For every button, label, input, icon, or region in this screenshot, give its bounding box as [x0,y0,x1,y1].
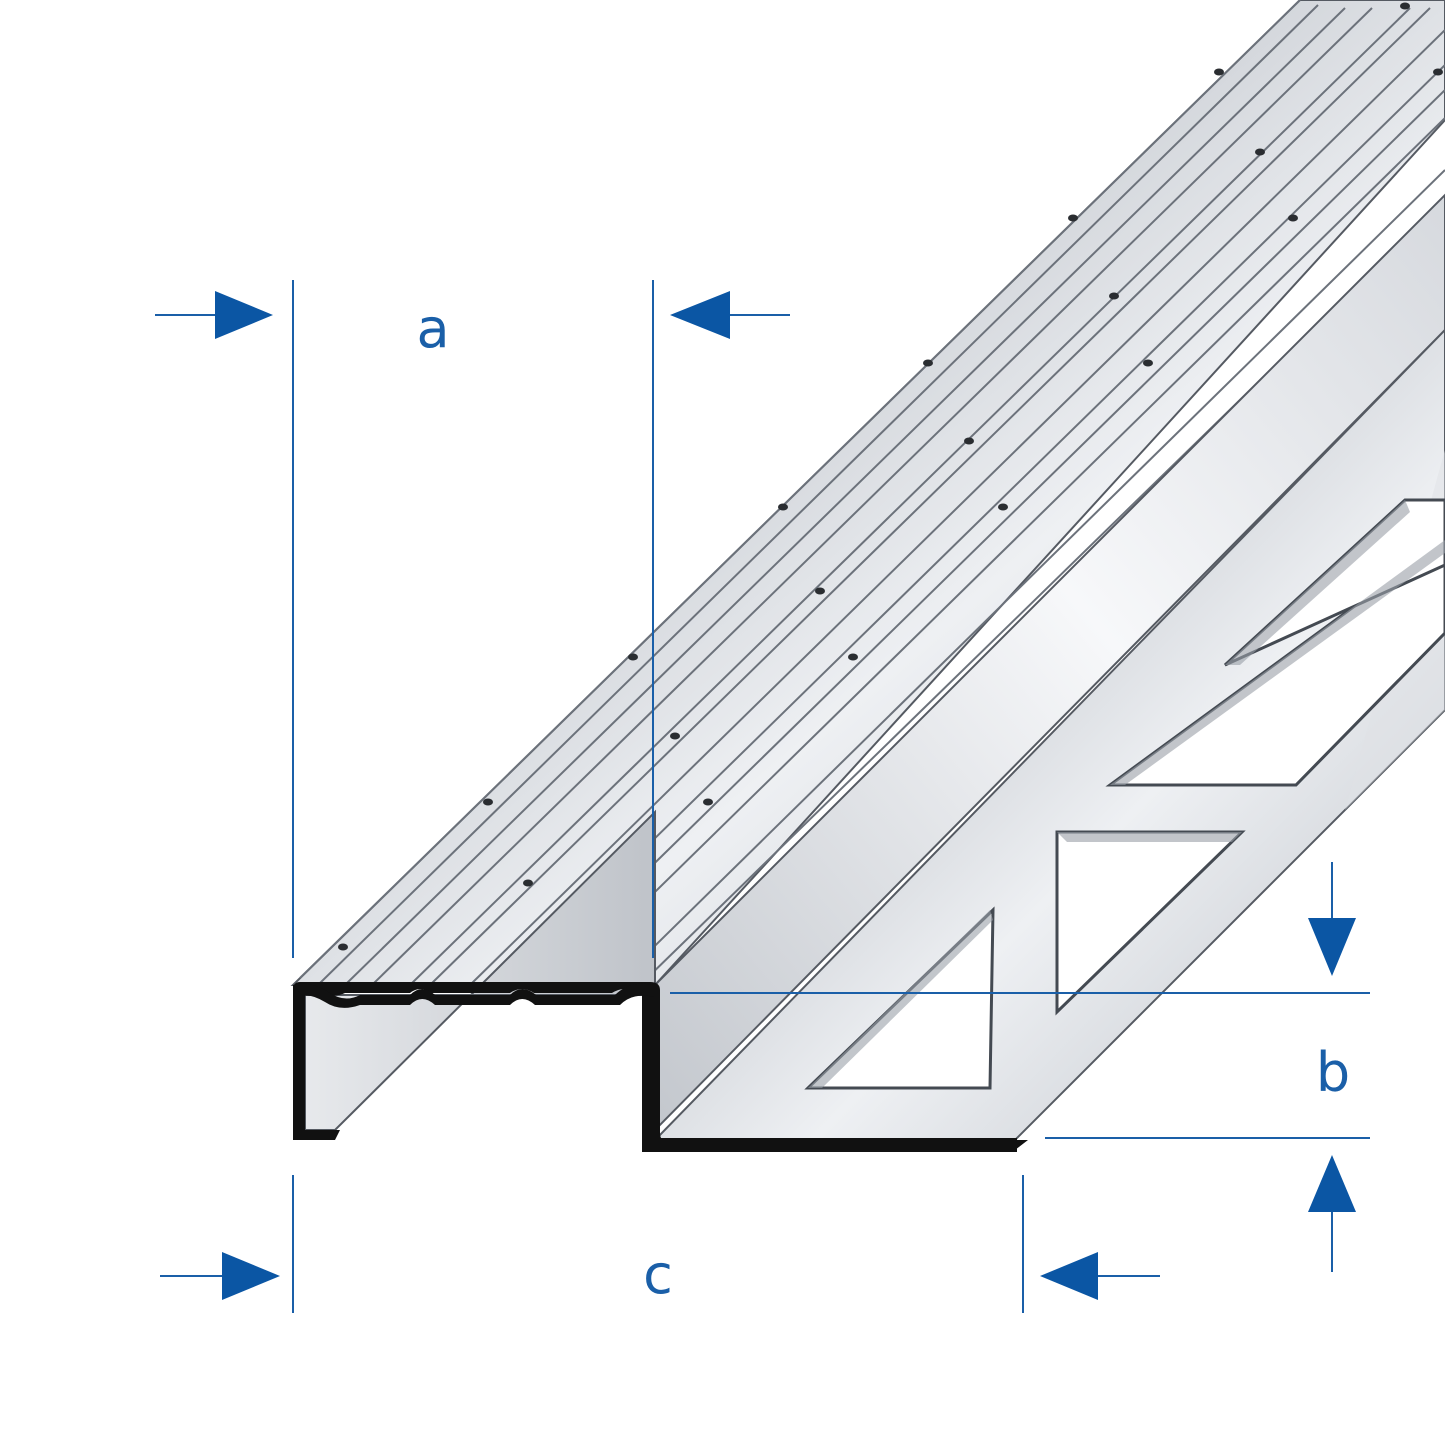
arrow-left-icon [670,291,730,339]
profile-perforated-flange [652,328,1445,1141]
dimension-label-c: c [643,1243,673,1306]
arrow-up-icon [1308,1155,1356,1212]
arrow-down-icon [1308,918,1356,976]
dimension-label-a: a [416,297,449,360]
arrow-right-icon [215,291,273,339]
dimension-lines [155,280,1370,1313]
arrow-left-icon [1040,1252,1098,1300]
arrow-right-icon [222,1252,280,1300]
dimension-label-b: b [1316,1041,1350,1104]
